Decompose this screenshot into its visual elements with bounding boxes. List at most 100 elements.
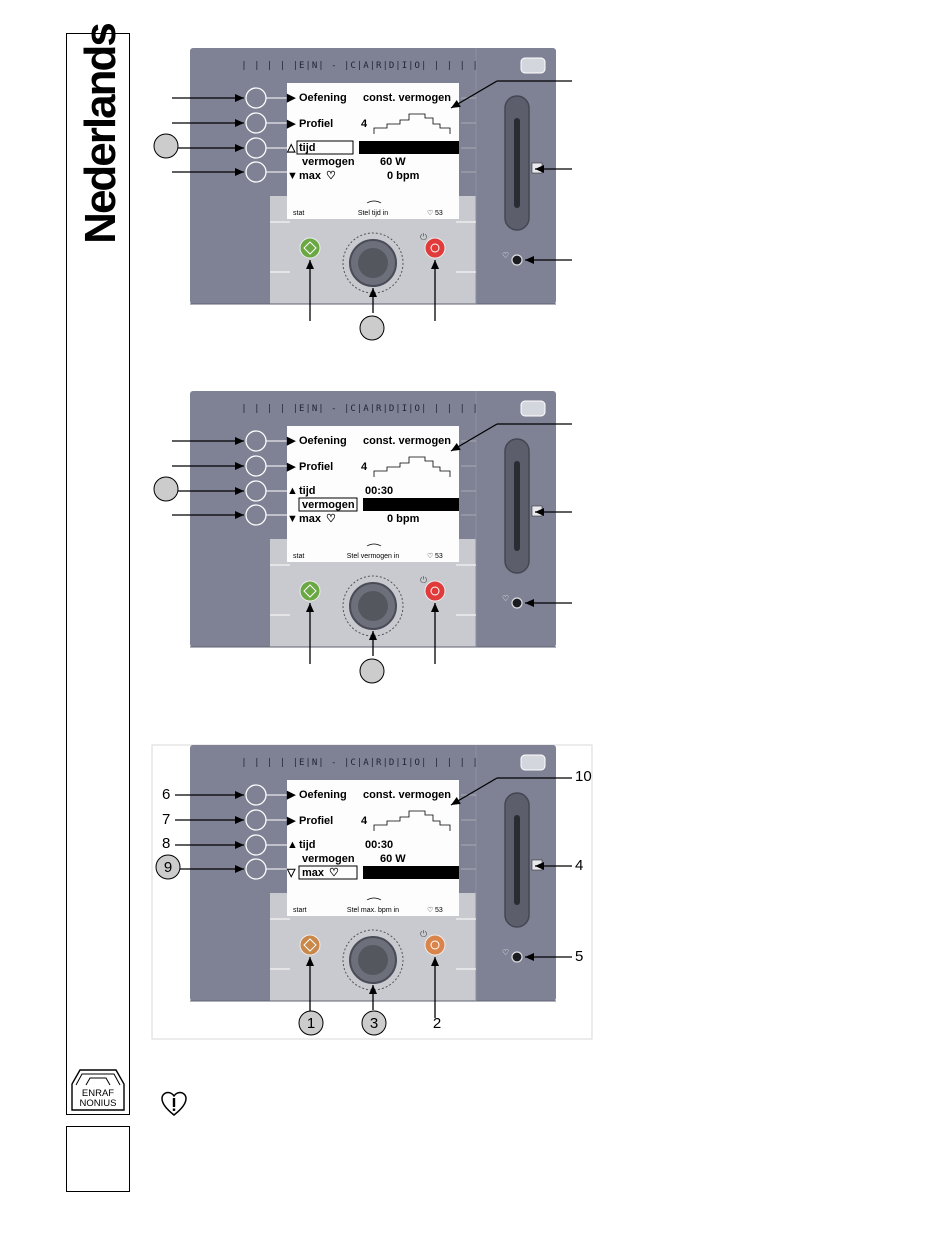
- callout-arrow-head: [431, 260, 439, 269]
- rotary-dial-center: [358, 248, 388, 278]
- callout-arrow-head: [235, 816, 244, 824]
- lcd-bottom-right: 53: [435, 210, 443, 217]
- enraf-logo: ENRAF NONIUS: [71, 1069, 125, 1111]
- max-marker: ▽: [286, 867, 296, 879]
- oefening-value: const. vermogen: [363, 435, 451, 447]
- max-label: max: [299, 513, 322, 525]
- tijd-highlight: [359, 141, 459, 154]
- oefening-marker: ▶: [286, 92, 296, 104]
- brand-strip: | | | | |E|N| - |C|A|R|D|I|O| | | | |: [241, 61, 478, 71]
- start-button: [299, 580, 321, 602]
- callout-arrow-head: [369, 288, 377, 297]
- callout-arrow-head: [369, 631, 377, 640]
- callout-circle: [153, 133, 179, 159]
- callout-arrow-head: [306, 260, 314, 269]
- profiel-marker: ▶: [286, 118, 296, 130]
- lcd-bottom-center: Stel tijd in: [358, 210, 388, 217]
- callout-arrow-head: [306, 957, 314, 966]
- brand-badge: [520, 57, 546, 74]
- vermogen-label-frame: [298, 497, 358, 512]
- lcd-screen: [287, 426, 459, 562]
- vermogen-value: 60 W: [380, 499, 406, 511]
- profile-graph: [373, 113, 451, 134]
- callout-arrow-head: [235, 94, 244, 102]
- max-marker: ▼: [287, 513, 298, 525]
- callout-arrow-head: [235, 841, 244, 849]
- callout-arrow-head: [451, 442, 461, 451]
- callout-1-circle: [298, 1010, 324, 1036]
- callout-arrow-head: [525, 599, 534, 607]
- callout-circle: [359, 658, 385, 684]
- brand-strip: | | | | |E|N| - |C|A|R|D|I|O| | | | |: [241, 758, 478, 768]
- max-label-frame: [298, 865, 358, 880]
- power-icon: ⏻: [420, 575, 427, 586]
- dial-icon: [366, 897, 382, 901]
- profile-graph: [373, 810, 451, 831]
- tijd-marker: ▲: [287, 839, 298, 851]
- oefening-marker: ▶: [286, 435, 296, 447]
- pulse-jack: [511, 951, 523, 963]
- callout-arrow-head: [306, 603, 314, 612]
- callout-arrow-head: [235, 487, 244, 495]
- callout-arrow-head: [535, 508, 544, 516]
- max-highlight: [363, 866, 459, 879]
- dial-icon: [366, 543, 382, 547]
- max-value: 0 bpm: [387, 170, 420, 182]
- callout-arrow-head: [535, 862, 544, 870]
- tijd-label: tijd: [299, 485, 316, 497]
- vermogen-value: 60 W: [380, 156, 406, 168]
- max-label: max: [299, 170, 322, 182]
- callout-arrow-head: [235, 791, 244, 799]
- profiel-label: Profiel: [299, 118, 333, 130]
- lcd-screen: [287, 780, 459, 916]
- power-icon: ⏻: [420, 232, 427, 243]
- brand-badge: [520, 400, 546, 417]
- tijd-value: 00:30: [363, 142, 391, 154]
- start-icon: [303, 584, 317, 598]
- profiel-marker: ▶: [286, 815, 296, 827]
- heart-icon: ♡: [427, 552, 433, 560]
- oefening-value: const. vermogen: [363, 789, 451, 801]
- oefening-marker: ▶: [286, 789, 296, 801]
- sensor-groove: [514, 461, 520, 551]
- heart-icon: ♡: [502, 594, 509, 603]
- callout-3: 3: [370, 1015, 378, 1032]
- profiel-marker: ▶: [286, 461, 296, 473]
- callout-circle: [359, 315, 385, 341]
- heart-icon: ♡: [329, 867, 339, 879]
- callout-9-circle: [155, 854, 181, 880]
- callout-arrow-head: [431, 603, 439, 612]
- logo-text-1: ENRAF: [82, 1088, 114, 1099]
- callout-9: 9: [164, 859, 172, 876]
- tijd-label: tijd: [299, 142, 316, 154]
- profiel-value: 4: [361, 461, 368, 473]
- dial-ring: [342, 929, 404, 991]
- vermogen-highlight: [363, 498, 459, 511]
- console-panel-2: | | | | |E|N| - |C|A|R|D|I|O| | | | |♡▶O…: [153, 391, 572, 684]
- callout-arrow-head: [235, 511, 244, 519]
- callout-3-circle: [361, 1010, 387, 1036]
- tijd-label-frame: [296, 140, 354, 155]
- callout-5: 5: [575, 948, 583, 965]
- callout-7: 7: [162, 811, 170, 828]
- heart-icon: ♡: [502, 251, 509, 260]
- brand-strip: | | | | |E|N| - |C|A|R|D|I|O| | | | |: [241, 404, 478, 414]
- callout-arrow-head: [451, 99, 461, 108]
- tijd-marker: ▲: [287, 485, 298, 497]
- callout-arrow-head: [369, 985, 377, 994]
- tijd-value: 00:30: [365, 485, 393, 497]
- tijd-value: 00:30: [365, 839, 393, 851]
- callout-arrow-head: [525, 953, 534, 961]
- start-button: [299, 934, 321, 956]
- callout-6: 6: [162, 786, 170, 803]
- heart-icon: ♡: [427, 906, 433, 914]
- vermogen-label: vermogen: [302, 499, 355, 511]
- rotary-dial-center: [358, 945, 388, 975]
- dial-icon: [366, 200, 382, 204]
- max-label: max: [302, 867, 325, 879]
- console-panel-3: | | | | |E|N| - |C|A|R|D|I|O| | | | |♡▶O…: [151, 744, 593, 1040]
- oefening-label: Oefening: [299, 435, 347, 447]
- dial-ring: [342, 575, 404, 637]
